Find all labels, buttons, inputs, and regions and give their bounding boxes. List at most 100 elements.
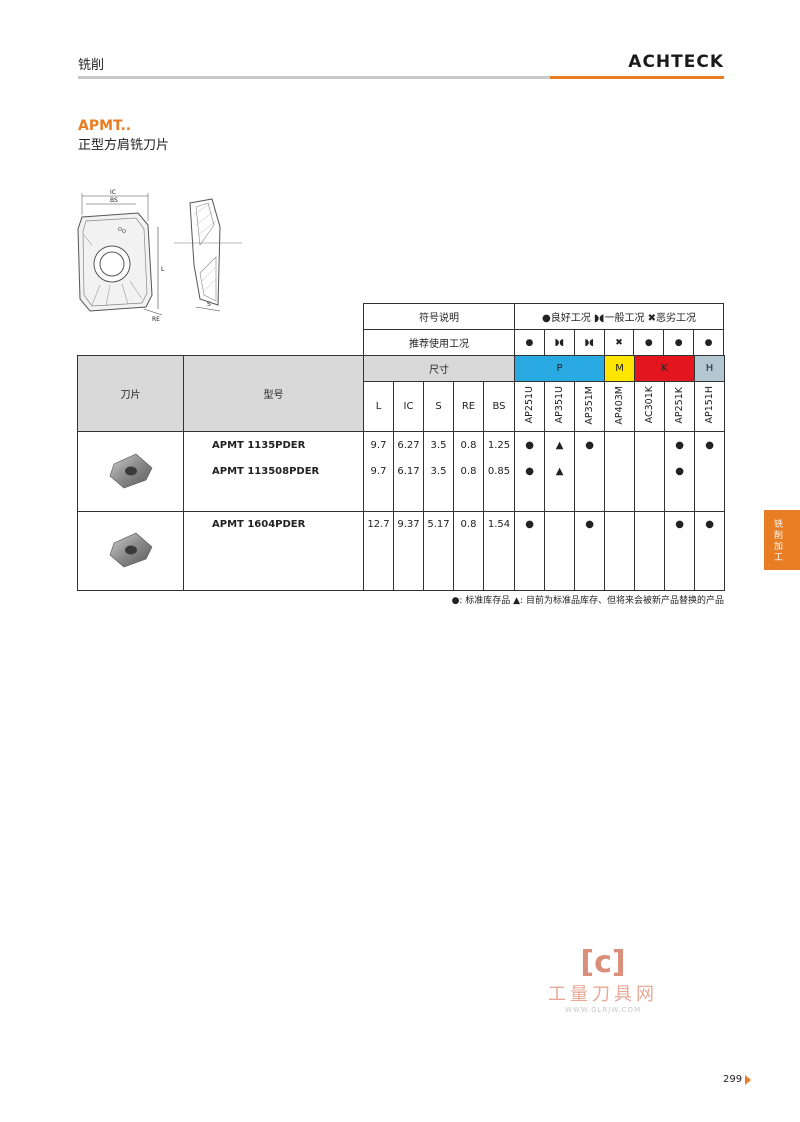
grade-mark-cell: ● bbox=[514, 511, 546, 538]
insert-inner-outline bbox=[82, 217, 148, 307]
grade-mark-cell: ▲ bbox=[544, 458, 576, 485]
header-rule-orange bbox=[550, 76, 724, 79]
grade-mark-cell bbox=[604, 511, 636, 538]
grade-header: AP251K bbox=[674, 386, 686, 424]
recommend-label: 推荐使用工况 bbox=[363, 329, 515, 356]
grade-mark-cell bbox=[634, 458, 666, 485]
label-re: RE bbox=[152, 316, 160, 323]
insert-photo bbox=[77, 510, 184, 591]
dimension-cell: 5.17 bbox=[423, 511, 454, 538]
grade-header: AP403M bbox=[614, 385, 626, 425]
grade-mark-cell bbox=[544, 511, 576, 538]
legend-symbols: ●良好工况 ◗◖一般工况 ✖恶劣工况 bbox=[514, 303, 724, 330]
dimension-cell: 1.25 bbox=[482, 431, 516, 458]
category-p: P bbox=[514, 355, 606, 382]
model-cell bbox=[183, 564, 364, 591]
legend-title: 符号说明 bbox=[363, 303, 515, 330]
table-row bbox=[78, 484, 726, 512]
grade-mark-cell: ● bbox=[574, 431, 606, 458]
recommend-cell: ● bbox=[693, 329, 724, 356]
footnote-legend: ●: 标准库存品 ▲: 目前为标准品库存、但将来会被新产品替换的产品 bbox=[451, 596, 724, 606]
section-category: 铣削 bbox=[78, 58, 105, 73]
watermark: [с] 工量刀具网 WWW.GLRJW.COM bbox=[538, 945, 668, 1014]
grade-mark-cell: ● bbox=[514, 458, 546, 485]
model-cell: APMT 1604PDER bbox=[183, 510, 364, 538]
grade-header: AP151H bbox=[704, 386, 716, 424]
insert-photo-icon bbox=[109, 532, 152, 568]
dimension-cell: 6.17 bbox=[393, 458, 424, 485]
recommend-cell: ✖ bbox=[603, 329, 635, 356]
dimension-cell: 1.54 bbox=[482, 511, 516, 538]
model-cell bbox=[183, 484, 364, 512]
grade-mark-cell: ● bbox=[694, 511, 726, 538]
recommend-cell: ◗◖ bbox=[573, 329, 605, 356]
dimension-cell: 0.85 bbox=[482, 458, 516, 485]
grade-mark-cell bbox=[544, 564, 576, 591]
watermark-url: WWW.GLRJW.COM bbox=[564, 1006, 642, 1014]
dim-header: L bbox=[363, 381, 394, 432]
page-number: 299 bbox=[723, 1074, 743, 1085]
model-cell bbox=[183, 537, 364, 564]
label-s: S bbox=[207, 301, 211, 308]
dimension-cell bbox=[423, 537, 454, 564]
grade-mark-cell bbox=[604, 458, 636, 485]
category-k: K bbox=[634, 355, 696, 382]
dimension-cell bbox=[393, 537, 424, 564]
dimension-cell bbox=[423, 564, 454, 591]
dimension-cell bbox=[423, 484, 454, 512]
dimension-cell: 6.27 bbox=[393, 431, 424, 458]
grade-mark-cell: ● bbox=[514, 431, 546, 458]
grade-mark-cell: ● bbox=[694, 431, 726, 458]
dimension-cell bbox=[363, 564, 394, 591]
grade-mark-cell bbox=[664, 537, 696, 564]
table-row bbox=[78, 537, 726, 564]
insert-hole-inner bbox=[99, 251, 125, 277]
side-tab-label: 铣削加工 bbox=[774, 520, 784, 563]
watermark-text: 工量刀具网 bbox=[548, 984, 658, 1005]
grade-mark-cell: ● bbox=[664, 458, 696, 485]
grade-header: AC301K bbox=[644, 386, 656, 424]
grade-mark-cell bbox=[634, 511, 666, 538]
header-dimensions: 尺寸 bbox=[362, 355, 516, 382]
insert-mark-2 bbox=[122, 229, 126, 233]
category-h: H bbox=[694, 355, 726, 382]
grade-mark-cell bbox=[544, 484, 576, 512]
dimension-cell bbox=[482, 484, 516, 512]
header-model: 型号 bbox=[183, 355, 364, 432]
grade-mark-cell bbox=[514, 484, 546, 512]
grade-mark-cell bbox=[574, 564, 606, 591]
grade-mark-cell bbox=[604, 484, 636, 512]
label-bs: BS bbox=[110, 197, 118, 204]
category-m: M bbox=[604, 355, 636, 382]
product-name: 正型方肩铣刀片 bbox=[78, 138, 170, 153]
grade-mark-cell bbox=[634, 564, 666, 591]
recommend-cell: ● bbox=[633, 329, 665, 356]
watermark-logo-icon: [с] bbox=[580, 945, 626, 980]
grade-mark-cell bbox=[544, 537, 576, 564]
grade-mark-cell bbox=[574, 484, 606, 512]
insert-mark-1 bbox=[118, 227, 122, 231]
header-insert: 刀片 bbox=[77, 355, 184, 432]
grade-mark-cell bbox=[664, 484, 696, 512]
grade-mark-cell: ● bbox=[664, 431, 696, 458]
grade-mark-cell: ● bbox=[664, 511, 696, 538]
dimension-cell: 9.37 bbox=[393, 511, 424, 538]
dimension-cell: 0.8 bbox=[453, 511, 484, 538]
insert-photo-icon bbox=[109, 453, 152, 489]
label-ic: IC bbox=[110, 189, 116, 196]
side-section-tab[interactable]: 铣削加工 bbox=[764, 510, 800, 570]
legend-table: 符号说明 ●良好工况 ◗◖一般工况 ✖恶劣工况 推荐使用工况 ● ◗◖ ◗◖ ✖… bbox=[363, 303, 724, 356]
grade-mark-cell bbox=[574, 537, 606, 564]
label-l: L bbox=[161, 266, 165, 273]
dimension-cell bbox=[393, 564, 424, 591]
insert-dimension-diagram: IC BS L RE S bbox=[77, 189, 242, 323]
table-row bbox=[78, 564, 726, 591]
grade-header: AP351U bbox=[554, 386, 566, 424]
grade-mark-cell bbox=[694, 458, 726, 485]
dimension-cell: 3.5 bbox=[423, 458, 454, 485]
dimension-cell bbox=[393, 484, 424, 512]
dim-header: BS bbox=[482, 381, 516, 432]
dimension-cell bbox=[453, 537, 484, 564]
